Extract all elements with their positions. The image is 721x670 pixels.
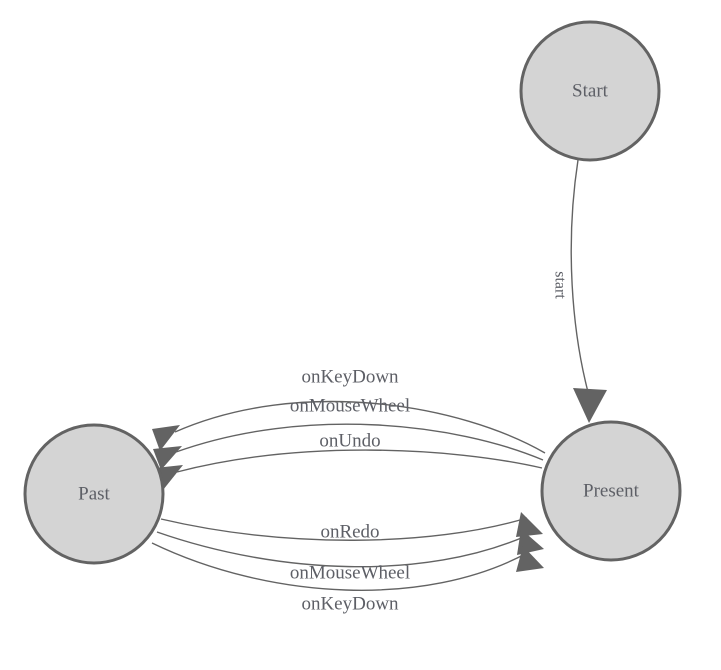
node-start-circle: [519, 20, 661, 162]
node-past[interactable]: Past: [23, 423, 165, 565]
edge-label-onmousewheel-lower: onMouseWheel: [290, 563, 410, 584]
edge-label-onredo: onRedo: [320, 522, 379, 543]
edge-present-to-past-onundo[interactable]: [155, 449, 543, 490]
node-present-label: Present: [583, 481, 640, 502]
edge-label-onundo: onUndo: [319, 431, 380, 452]
arrowhead-past-2: [153, 446, 182, 470]
edge-present-to-past-onmousewheel[interactable]: [153, 423, 544, 470]
edge-present-to-past-onkeydown[interactable]: [152, 400, 546, 454]
edge-path-present-past-3: [176, 449, 543, 473]
edge-label-onkeydown-lower: onKeyDown: [301, 594, 399, 615]
node-start-label: Start: [572, 81, 609, 102]
edge-path-past-present-2: [156, 531, 527, 568]
arrowhead-present-top: [573, 388, 607, 423]
arrowhead-present-1: [516, 512, 543, 537]
edge-path-start-present: [570, 159, 589, 393]
arrowhead-past-1: [152, 425, 180, 451]
node-start[interactable]: Start: [519, 20, 661, 162]
node-present[interactable]: Present: [540, 420, 682, 562]
edge-start-to-present[interactable]: [570, 159, 607, 423]
edge-label-start: start: [552, 271, 569, 299]
edge-label-onmousewheel-upper: onMouseWheel: [290, 396, 410, 417]
arrowhead-present-3: [516, 546, 544, 572]
edge-path-past-present-1: [160, 517, 528, 541]
node-past-circle: [23, 423, 165, 565]
edge-path-present-past-1: [174, 400, 546, 454]
node-present-circle: [540, 420, 682, 562]
edge-path-past-present-3: [151, 542, 528, 591]
edge-past-to-present-onkeydown[interactable]: [151, 542, 544, 591]
edge-label-onkeydown-upper: onKeyDown: [301, 367, 399, 388]
edge-path-present-past-2: [175, 423, 544, 461]
node-past-label: Past: [78, 484, 110, 505]
